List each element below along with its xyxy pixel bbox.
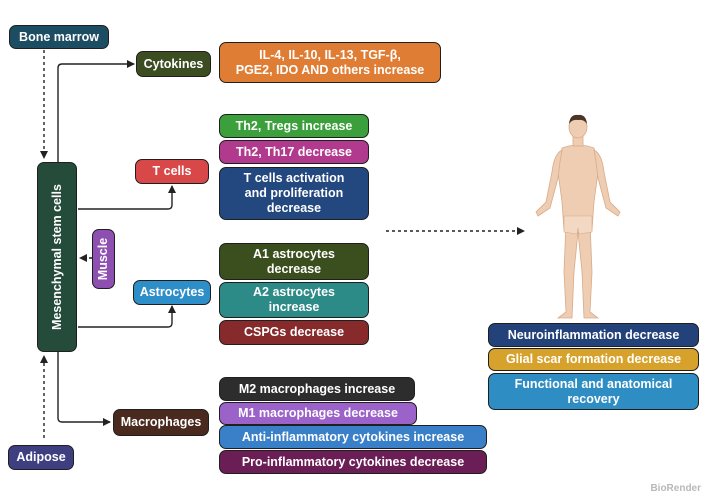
glial-scar-box: Glial scar formation decrease (488, 348, 699, 371)
adipose-box: Adipose (8, 445, 74, 470)
m2-macrophages-box: M2 macrophages increase (219, 377, 415, 401)
t-cells-box: T cells (135, 159, 209, 184)
msc-bar: Mesenchymal stem cells (37, 162, 77, 352)
t-cells-arrow (78, 185, 176, 210)
tcell-activation-box: T cells activation and proliferation dec… (219, 167, 369, 220)
th2-th17-box: Th2, Th17 decrease (219, 140, 369, 164)
muscle-box: Muscle (92, 229, 115, 289)
a1-astrocytes-box: A1 astrocytes decrease (219, 243, 369, 280)
a2-astrocytes-box: A2 astrocytes increase (219, 282, 369, 318)
watermark: BioRender (650, 483, 701, 494)
bone-marrow-box: Bone marrow (9, 25, 109, 49)
cytokines-arrow (57, 60, 135, 162)
functional-recovery-box: Functional and anatomical recovery (488, 373, 699, 410)
neuroinflammation-box: Neuroinflammation decrease (488, 323, 699, 347)
th2-tregs-box: Th2, Tregs increase (219, 114, 369, 138)
astrocytes-box: Astrocytes (133, 280, 211, 305)
cspgs-box: CSPGs decrease (219, 320, 369, 345)
m1-macrophages-box: M1 macrophages decrease (219, 402, 417, 425)
anti-inflammatory-box: Anti-inflammatory cytokines increase (219, 425, 487, 449)
msc-label: Mesenchymal stem cells (50, 184, 65, 330)
pro-inflammatory-box: Pro-inflammatory cytokines decrease (219, 450, 487, 474)
cytokine-effects-box: IL-4, IL-10, IL-13, TGF-β, PGE2, IDO AND… (219, 42, 441, 83)
macrophages-box: Macrophages (113, 409, 209, 436)
muscle-label: Muscle (96, 237, 111, 281)
cytokines-box: Cytokines (136, 51, 211, 77)
macrophages-arrow (57, 352, 111, 426)
astrocytes-arrow (78, 305, 176, 328)
human-body-icon (535, 114, 621, 319)
